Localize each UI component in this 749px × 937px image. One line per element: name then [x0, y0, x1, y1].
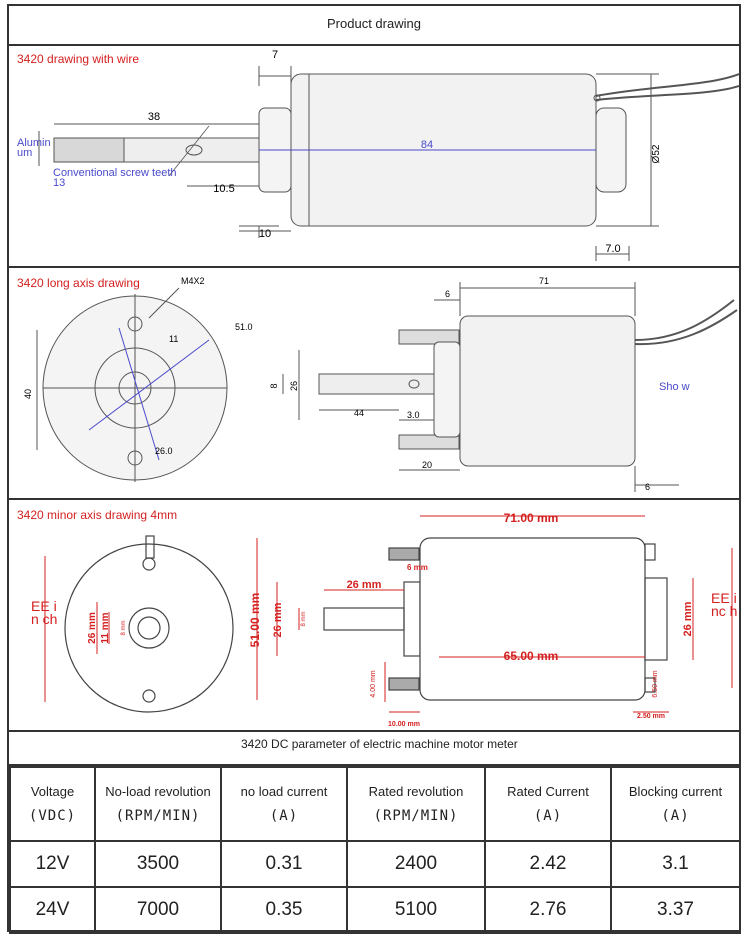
panel-drawing-with-wire: 3420 drawing with wire: [9, 46, 739, 268]
dim-m4x2: M4X2: [181, 276, 205, 286]
panel-label: 3420 drawing with wire: [17, 52, 140, 66]
dim-26mm-shaft: 26 mm: [347, 579, 382, 591]
cell-no-load-current: 0.31: [220, 840, 348, 888]
dim-8mm-side: 8 mm: [301, 611, 307, 626]
dim-6-5mm: 6.50 mm: [652, 670, 659, 697]
dim-65mm: 65.00 mm: [504, 649, 559, 663]
panel-minor-axis: 3420 minor axis drawing 4mm: [9, 502, 739, 732]
dim-26: 26: [289, 381, 299, 391]
dim-26mm-front: 26 mm: [87, 612, 98, 644]
cell-no-load-revolution: 3500: [94, 840, 222, 888]
dim-6-top: 6: [445, 289, 450, 299]
dim-10: 10: [259, 228, 271, 240]
cell-rated-current: 2.42: [484, 840, 612, 888]
dim-52: Ø52: [651, 144, 662, 163]
cell-rated-current: 2.76: [484, 886, 612, 934]
dim-51: 51.0: [235, 322, 253, 332]
dim-7: 7: [272, 49, 278, 61]
header-blocking-current: Blocking current(A): [610, 766, 741, 842]
dim-84: 84: [421, 139, 433, 151]
cell-blocking-current: 3.37: [610, 886, 741, 934]
note-eeinch-left: EE in ch: [31, 600, 58, 627]
header-no-load-current: no load current(A): [220, 766, 348, 842]
params-title-bar: 3420 DC parameter of electric machine mo…: [9, 734, 739, 766]
note-show: Sho w: [659, 382, 690, 393]
header-rated-revolution: Rated revolution(RPM/MIN): [346, 766, 486, 842]
dim-2-5mm: 2.50 mm: [637, 713, 665, 720]
dim-6mm: 6 mm: [407, 563, 428, 572]
long-axis-drawing: M4X2 11 51.0 40 26.0 6 71 8 26 44 3.0 20…: [23, 276, 738, 492]
panel-label: 3420 minor axis drawing 4mm: [17, 508, 178, 522]
dim-40: 40: [23, 389, 33, 399]
cell-rated-revolution: 5100: [346, 886, 486, 934]
dim-11: 11: [169, 334, 178, 344]
dim-51mm: 51.00 mm: [248, 593, 262, 648]
note-aluminum: Alumin um: [17, 138, 51, 159]
params-header-row: Voltage(VDC) No-load revolution(RPM/MIN)…: [9, 766, 741, 842]
cell-no-load-revolution: 7000: [94, 886, 222, 934]
header-rated-current: Rated Current(A): [484, 766, 612, 842]
cell-blocking-current: 3.1: [610, 840, 741, 888]
params-table: Voltage(VDC) No-load revolution(RPM/MIN)…: [9, 766, 741, 934]
header-no-load-revolution: No-load revolution(RPM/MIN): [94, 766, 222, 842]
dim-20: 20: [422, 460, 432, 470]
note-screw-teeth: Conventional screw teeth 13: [53, 168, 177, 189]
dim-11mm: 11 mm: [100, 612, 111, 643]
note-eeinch-right: EE inc h: [711, 592, 738, 619]
cell-rated-revolution: 2400: [346, 840, 486, 888]
dim-8: 8: [269, 383, 279, 388]
cell-voltage: 12V: [9, 840, 96, 888]
dim-10mm: 10.00 mm: [388, 721, 420, 728]
dim-26mm-left: 26 mm: [272, 602, 284, 637]
panel-long-axis: 3420 long axis drawing: [9, 270, 739, 500]
dim-38: 38: [148, 111, 160, 123]
minor-axis-drawing: 71.00 mm 6 mm 51.00 mm 26 mm 26 mm 26 mm…: [31, 511, 738, 728]
cell-no-load-current: 0.35: [220, 886, 348, 934]
table-row: 12V 3500 0.31 2400 2.42 3.1: [9, 840, 741, 888]
panel-label: 3420 long axis drawing: [17, 276, 140, 290]
dim-26-0: 26.0: [155, 446, 173, 456]
dim-71: 71: [539, 276, 549, 286]
dim-3-0: 3.0: [407, 410, 420, 420]
dim-7-0: 7.0: [605, 243, 620, 255]
header-voltage: Voltage(VDC): [9, 766, 96, 842]
dim-10-5: 10.5: [213, 183, 234, 195]
page-title: Product drawing: [9, 8, 739, 46]
drawing-with-wire: 38 7 84 Ø52 10.5 10 7.0 Alumin um Conven…: [17, 49, 739, 261]
cell-voltage: 24V: [9, 886, 96, 934]
table-row: 24V 7000 0.35 5100 2.76 3.37: [9, 886, 741, 934]
dim-8mm-front: 8 mm: [121, 620, 127, 635]
dim-6-bottom: 6: [645, 482, 650, 492]
dim-71mm: 71.00 mm: [504, 511, 559, 525]
dim-44: 44: [354, 408, 364, 418]
params-title: 3420 DC parameter of electric machine mo…: [241, 737, 518, 751]
dim-26mm-rear: 26 mm: [682, 601, 694, 636]
dim-4mm: 4.00 mm: [370, 670, 377, 697]
